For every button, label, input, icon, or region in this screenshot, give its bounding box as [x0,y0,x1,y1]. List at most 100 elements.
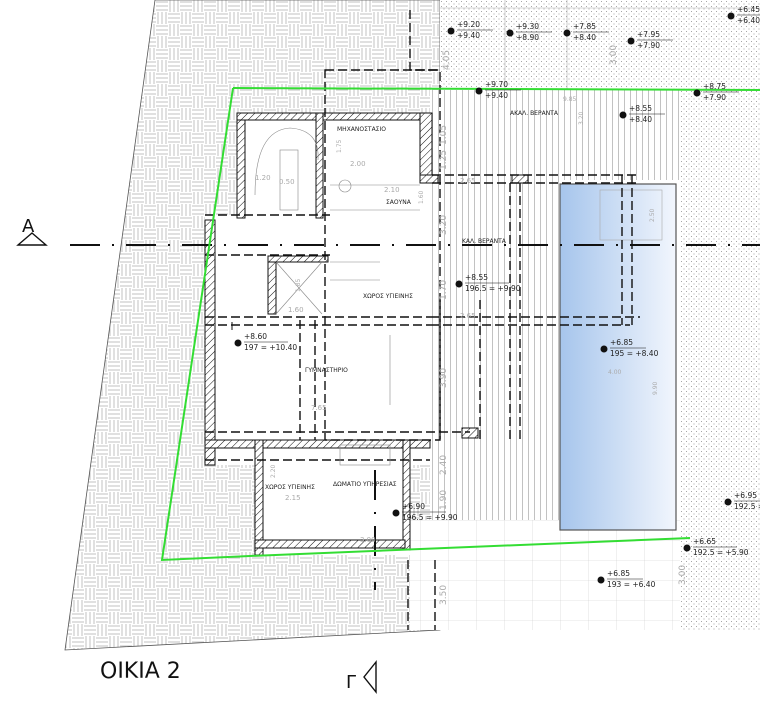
section-arrow-icon [16,232,48,246]
elevation-marker: +8.60 197 = +10.40 [234,332,297,352]
svg-text:+8.60: +8.60 [244,332,267,341]
elevation-marker: +6.95 192.5 = [724,491,760,511]
svg-text:1.70: 1.70 [439,280,449,300]
open-veranda-deck [430,90,680,180]
svg-text:2.10: 2.10 [384,186,400,194]
elevation-marker: +6.90 196.5 = +9.90 [392,502,458,522]
room-label-open-veranda: ΑΚΑΛ. ΒΕΡΑΝΤΑ [510,110,559,117]
svg-text:3.50: 3.50 [439,585,449,605]
svg-text:+8.90: +8.90 [516,33,539,42]
lower-terrace [410,520,680,630]
svg-text:2.20: 2.20 [270,464,277,478]
svg-text:+6.40: +6.40 [737,16,760,25]
svg-text:+7.95: +7.95 [637,30,660,39]
room-label-mechanical: ΜΗΧΑΝΟΣΤΑΣΙΟ [337,126,386,133]
building [204,10,640,630]
svg-text:+6.45: +6.45 [737,5,760,14]
section-g-label: Γ [346,672,356,693]
svg-text:2.50: 2.50 [649,208,656,222]
svg-text:197 = +10.40: 197 = +10.40 [244,343,297,352]
svg-text:1.90: 1.90 [439,490,449,510]
svg-text:3.20: 3.20 [439,215,449,235]
svg-text:1.60: 1.60 [288,306,304,314]
svg-text:1.75: 1.75 [336,139,343,153]
room-label-covered-veranda: ΚΑΛ. ΒΕΡΑΝΤΑ [462,238,507,245]
elevation-marker: +9.30 +8.90 [506,22,552,42]
svg-text:+9.40: +9.40 [485,91,508,100]
property-line-bottom [249,537,691,557]
svg-text:3.00: 3.00 [678,565,688,585]
svg-text:+7.90: +7.90 [637,41,660,50]
elevation-marker: +8.55 +8.40 [619,104,665,124]
svg-text:7.65: 7.65 [311,404,327,412]
elevation-marker: +7.85 +8.40 [563,22,609,42]
covered-veranda-deck [430,180,560,520]
svg-text:1.20: 1.20 [255,174,271,182]
svg-text:+9.30: +9.30 [516,22,539,31]
svg-text:0.50: 0.50 [279,178,295,186]
svg-text:2.65: 2.65 [460,177,476,185]
svg-text:+7.85: +7.85 [573,22,596,31]
svg-text:3.90: 3.90 [439,368,449,388]
svg-text:+6.85: +6.85 [610,338,633,347]
svg-text:1.60: 1.60 [418,190,425,204]
svg-text:192.5 =: 192.5 = [734,502,760,511]
svg-text:+7.90: +7.90 [703,93,726,102]
right-lower-terrace [680,330,760,630]
elevation-marker: +9.20 +9.40 [447,20,493,40]
svg-text:+8.75: +8.75 [703,82,726,91]
svg-text:1.05: 1.05 [439,125,449,145]
svg-text:1.25: 1.25 [439,150,449,170]
svg-text:+8.55: +8.55 [629,104,652,113]
elevation-marker: +7.95 +7.90 [627,30,673,50]
section-marker-a: Α [16,216,48,246]
property-line-top [232,87,760,91]
svg-text:196.5 = +9.90: 196.5 = +9.90 [402,513,458,522]
svg-text:+6.90: +6.90 [402,502,425,511]
room-label-gym: ΓΥΜΝΑΣΤΗΡΙΟ [305,367,348,374]
elevation-markers: +9.20+9.40 +9.30+8.90 +7.85+8.40 +7.95+7… [234,5,760,589]
room-labels: ΜΗΧΑΝΟΣΤΑΣΙΟ ΣΑΟΥΝΑ ΚΑΛ. ΒΕΡΑΝΤΑ ΑΚΑΛ. Β… [265,110,559,491]
svg-text:+9.20: +9.20 [457,20,480,29]
svg-text:2.15: 2.15 [285,494,301,502]
svg-text:196.5 = +9.90: 196.5 = +9.90 [465,284,521,293]
svg-text:+6.85: +6.85 [607,569,630,578]
elevation-marker: +8.75 +7.90 [693,82,739,102]
elevation-marker: +6.45 +6.40 [727,5,760,25]
svg-text:4.00: 4.00 [608,369,622,376]
dimension-labels: 4.05 3.00 9.85 3.20 1.05 1.25 2.00 1.75 … [255,45,688,605]
elevation-marker: +8.55 196.5 = +9.90 [455,273,521,293]
svg-text:+9.40: +9.40 [457,31,480,40]
svg-text:2.00: 2.00 [350,160,366,168]
right-terrace [680,90,760,330]
svg-text:+8.40: +8.40 [629,115,652,124]
room-label-wc-upper: ΧΩΡΟΣ ΥΓΙΕΙΝΗΣ [363,293,413,300]
swimming-pool [559,183,677,531]
section-arrow-icon [363,660,377,694]
drawing-title: ΟΙΚΙΑ 2 [100,659,181,684]
elevation-marker: +9.70+9.40 [475,80,521,100]
svg-text:+8.40: +8.40 [573,33,596,42]
svg-text:1.85: 1.85 [295,278,302,292]
svg-text:3.00: 3.00 [360,536,376,544]
section-marker-g: Γ [346,660,377,694]
room-label-sauna: ΣΑΟΥΝΑ [386,199,412,206]
svg-text:2.40: 2.40 [439,455,449,475]
svg-text:2.65: 2.65 [460,312,476,320]
svg-text:+6.65: +6.65 [693,537,716,546]
svg-text:+6.95: +6.95 [734,491,757,500]
svg-text:4.05: 4.05 [442,50,452,70]
upper-terrace [440,0,760,90]
property-line-left [160,87,251,562]
room-label-wc-lower: ΧΩΡΟΣ ΥΓΙΕΙΝΗΣ [265,484,315,491]
svg-text:192.5 = +5.90: 192.5 = +5.90 [693,548,749,557]
svg-text:3.00: 3.00 [609,45,619,65]
section-a-label: Α [22,216,35,237]
svg-text:9.85: 9.85 [563,96,577,103]
room-label-staff-room: ΔΩΜΑΤΙΟ ΥΠΗΡΕΣΙΑΣ [333,481,397,488]
svg-text:+8.55: +8.55 [465,273,488,282]
